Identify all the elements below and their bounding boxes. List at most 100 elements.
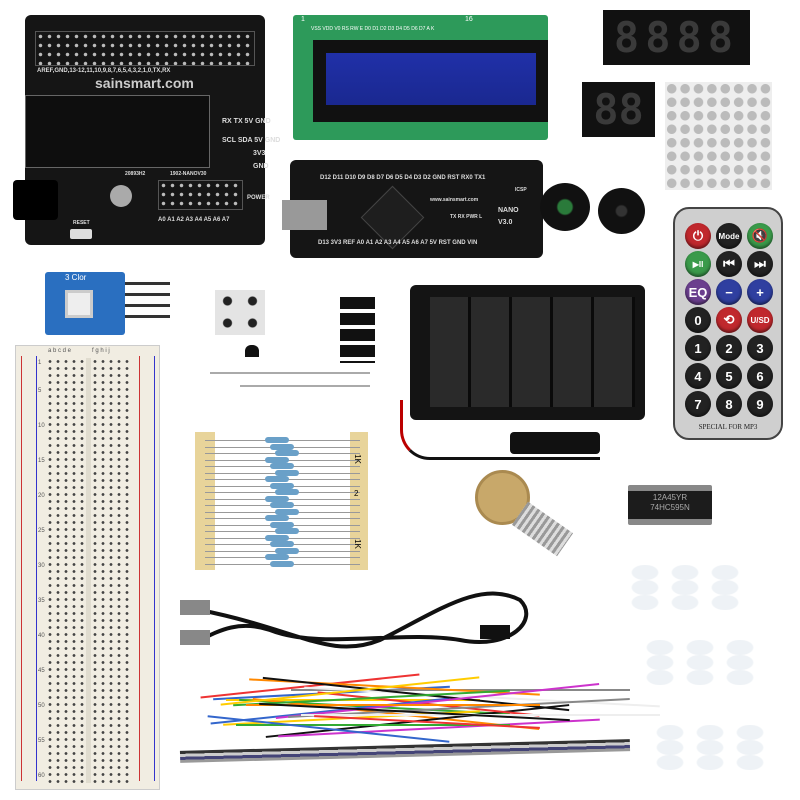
resistor	[275, 469, 299, 476]
terminal-left	[46, 358, 86, 783]
row-number: 25	[38, 528, 45, 534]
resistor	[265, 476, 289, 482]
jumper-wire	[226, 699, 480, 701]
remote-button[interactable]: Mode	[716, 223, 742, 249]
resistor	[275, 489, 299, 495]
resistor	[265, 437, 289, 443]
row-number: 55	[38, 738, 45, 744]
rgb-led	[65, 290, 93, 318]
remote-button[interactable]: 1	[685, 335, 711, 361]
usb-cable	[180, 591, 529, 649]
remote-button[interactable]: ▶II	[685, 251, 711, 277]
remote-button[interactable]: 🔇	[747, 223, 773, 249]
remote-button[interactable]: 5	[716, 363, 742, 389]
usb-port	[282, 200, 327, 230]
cols-right: f g h i j	[92, 348, 110, 354]
jumper-wire	[236, 724, 510, 726]
remote-button[interactable]: 3	[747, 335, 773, 361]
photoresistor	[210, 372, 370, 374]
shield-analog: A0 A1 A2 A3 A4 A5 A6 A7	[158, 217, 230, 223]
row-number: 15	[38, 458, 45, 464]
nano-socket	[25, 95, 210, 168]
shift-register-ic: 12A45YR 74HC595N	[628, 485, 712, 525]
battery-slots	[430, 297, 635, 407]
remote-button[interactable]: ⏻	[685, 223, 711, 249]
power-rail-left	[21, 356, 37, 781]
row-number: 30	[38, 563, 45, 569]
nano-site: www.sainsmart.com	[430, 197, 479, 203]
dot-matrix	[665, 82, 772, 190]
analog-header	[158, 180, 243, 210]
dc-jack	[13, 180, 58, 220]
resistor	[270, 521, 294, 528]
nano-icsp: ICSP	[515, 187, 527, 193]
shield-header1: RX TX 5V GND	[222, 118, 271, 125]
resistor	[270, 560, 294, 567]
resistor	[265, 515, 289, 521]
jumper-wire	[246, 704, 540, 706]
row-number: 5	[38, 388, 42, 394]
row-number: 35	[38, 598, 45, 604]
led-group	[625, 565, 740, 610]
remote-button[interactable]: ⏭	[747, 251, 773, 277]
remote-button[interactable]: 2	[716, 335, 742, 361]
potentiometer	[475, 470, 530, 525]
remote-button[interactable]: 7	[685, 391, 711, 417]
four-digit-display: 8888	[603, 10, 750, 65]
resistor	[275, 450, 299, 456]
lcd-module: 1 VSS VDD V0 RS RW E D0 D1 D2 D3 D4 D5 D…	[293, 15, 548, 140]
resistor-tag: 1K	[352, 539, 362, 549]
ic-line2: 74HC595N	[650, 502, 690, 512]
resistor	[270, 443, 294, 450]
remote-button[interactable]: EQ	[685, 279, 711, 305]
led-group	[650, 725, 765, 770]
remote-button[interactable]: −	[716, 279, 742, 305]
remote-button[interactable]: 4	[685, 363, 711, 389]
resistor	[270, 541, 294, 547]
center-channel	[86, 358, 91, 783]
resistor	[275, 547, 299, 554]
row-number: 10	[38, 423, 45, 429]
row-number: 40	[38, 633, 45, 639]
remote-button[interactable]: 0	[685, 307, 711, 333]
nano-name: NANO	[498, 207, 519, 214]
lcd-pin-last: 16	[465, 16, 473, 23]
resistor	[270, 502, 294, 508]
terminal-right	[91, 358, 131, 783]
shield-code1: 20893H2	[125, 171, 146, 177]
row-number: 1	[38, 360, 42, 366]
rgb-led-module: 3 Clor	[45, 272, 170, 335]
remote-button[interactable]: +	[747, 279, 773, 305]
battery-holder	[410, 285, 645, 420]
remote-button[interactable]: U/SD	[747, 307, 773, 333]
shield-header-block	[35, 31, 255, 66]
nano-version: V3.0	[498, 219, 513, 226]
cols-left: a b c d e	[48, 348, 72, 354]
rgb-pins	[125, 282, 170, 322]
remote-button[interactable]: ⟲	[716, 307, 742, 333]
rgb-label: 3 Clor	[65, 273, 87, 282]
row-number: 20	[38, 493, 45, 499]
resistor	[265, 534, 289, 541]
ir-receivers	[285, 293, 375, 363]
shield-brand: sainsmart.com	[95, 75, 194, 91]
shield-3v3: 3V3	[253, 150, 266, 157]
remote-button[interactable]: 8	[716, 391, 742, 417]
remote-button[interactable]: ⏮	[716, 251, 742, 277]
shield-code2: 1902-NANOV30	[170, 171, 207, 177]
resistor	[270, 482, 294, 489]
shield-power: POWER	[247, 195, 270, 201]
dc-plug	[510, 432, 600, 454]
nano-bottom-pins: D13 3V3 REF A0 A1 A2 A3 A4 A5 A6 A7 5V R…	[318, 240, 478, 246]
two-digit-display: 88	[582, 82, 655, 137]
sensor-shield: AREF,GND,13-12,11,10,9,8,7,6,5,4,3,2,1,0…	[13, 15, 280, 245]
shield-reset: RESET	[73, 220, 90, 226]
remote-button[interactable]: 6	[747, 363, 773, 389]
nano-leds: TX RX PWR L	[450, 214, 483, 220]
push-buttons	[215, 290, 265, 335]
power-rail-right	[139, 356, 155, 781]
capacitor	[110, 185, 132, 207]
remote-button[interactable]: 9	[747, 391, 773, 417]
resistor	[265, 456, 289, 463]
